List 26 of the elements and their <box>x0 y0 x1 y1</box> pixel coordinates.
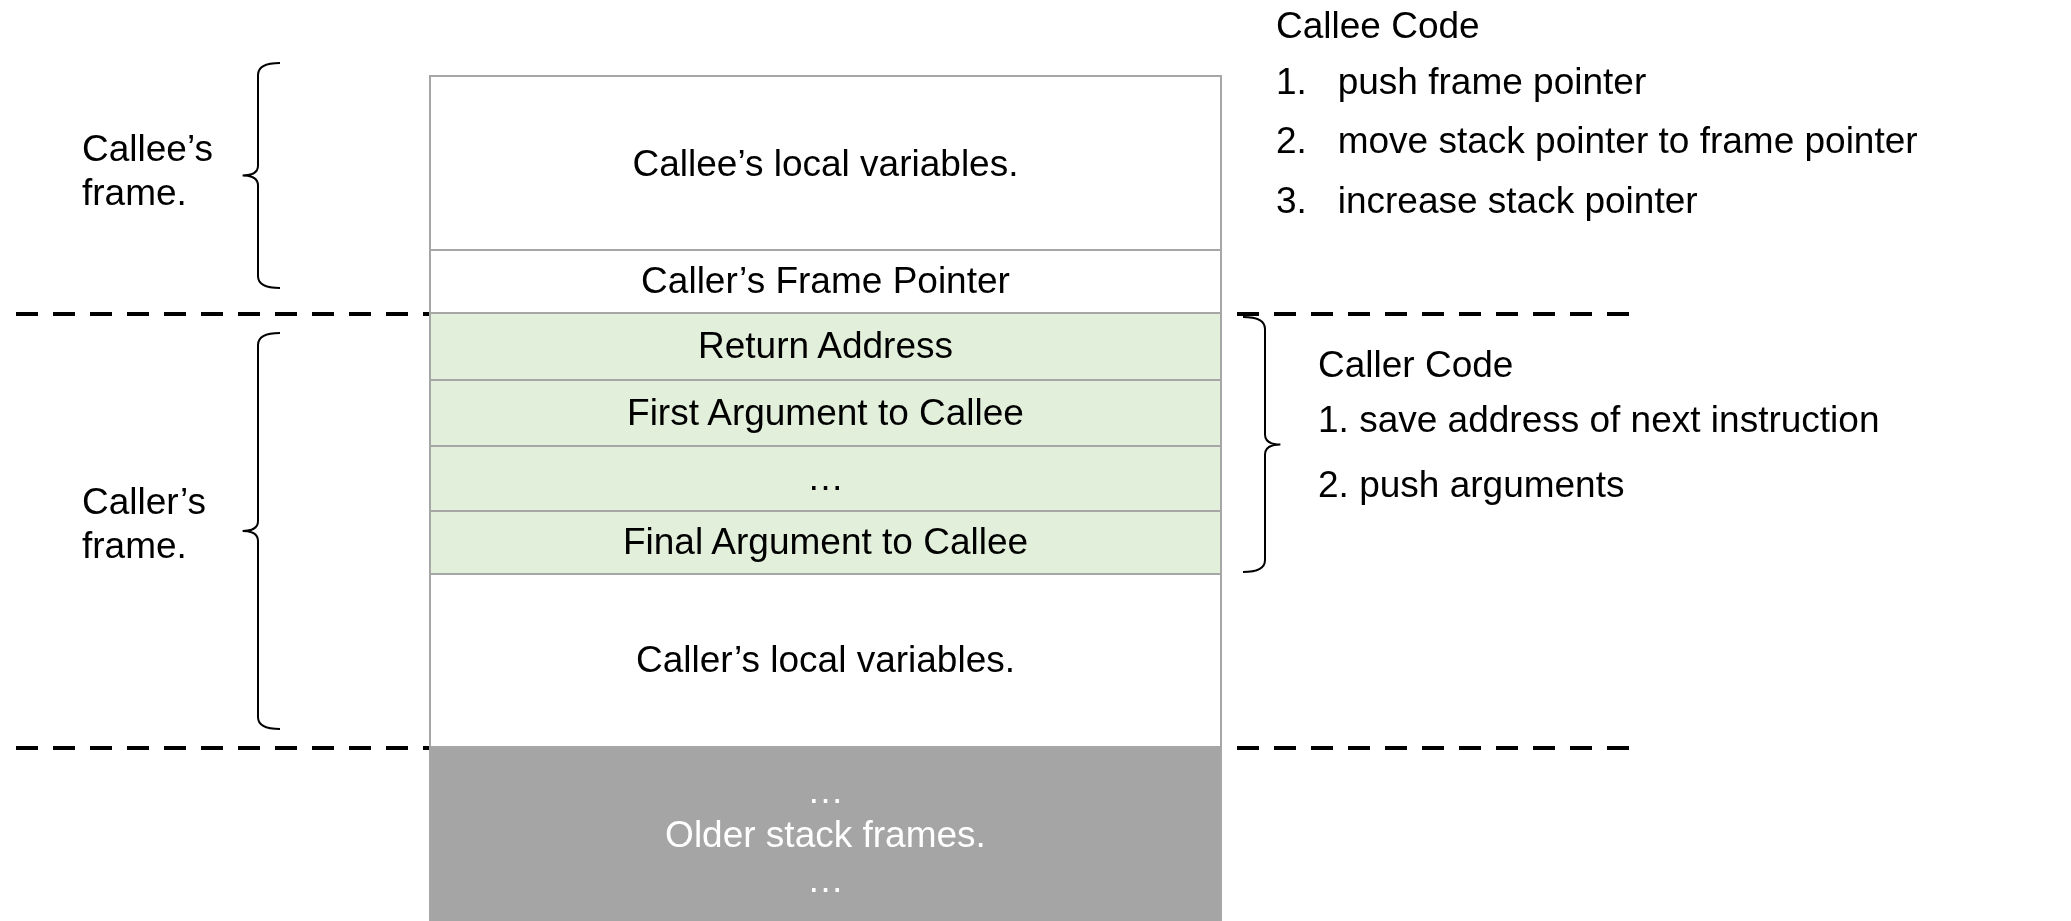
code-heading: Callee Code <box>1276 4 1480 48</box>
row-text: Return Address <box>698 324 953 369</box>
row-text: First Argument to Callee <box>627 390 1024 435</box>
stack-row <box>429 510 1222 575</box>
row-text: Final Argument to Callee <box>622 520 1029 565</box>
code-step: 2. move stack pointer to frame pointer <box>1276 119 1918 164</box>
stack-row <box>429 249 1222 314</box>
stack-row <box>429 445 1222 512</box>
code-step: 1. push frame pointer <box>1276 60 1647 105</box>
code-step: 3. increase stack pointer <box>1276 179 1698 224</box>
row-text: Caller’s Frame Pointer <box>641 259 1010 304</box>
row-text: … <box>807 456 844 501</box>
stack-row <box>429 746 1222 921</box>
stack-row <box>429 379 1222 447</box>
frame-label: Callee’s frame. <box>82 127 214 216</box>
stack-row <box>429 312 1222 381</box>
code-step: 2. push arguments <box>1318 463 1625 508</box>
stack-row <box>429 573 1222 748</box>
code-step: 1. save address of next instruction <box>1318 398 1880 443</box>
frame-label: Caller’s frame. <box>82 480 208 569</box>
row-text: Caller’s local variables. <box>635 638 1016 683</box>
row-text: … <box>807 857 844 902</box>
row-text: Older stack frames. <box>665 813 986 858</box>
row-text: Callee’s local variables. <box>632 141 1019 186</box>
row-text: … <box>807 768 844 813</box>
code-heading: Caller Code <box>1318 343 1514 387</box>
